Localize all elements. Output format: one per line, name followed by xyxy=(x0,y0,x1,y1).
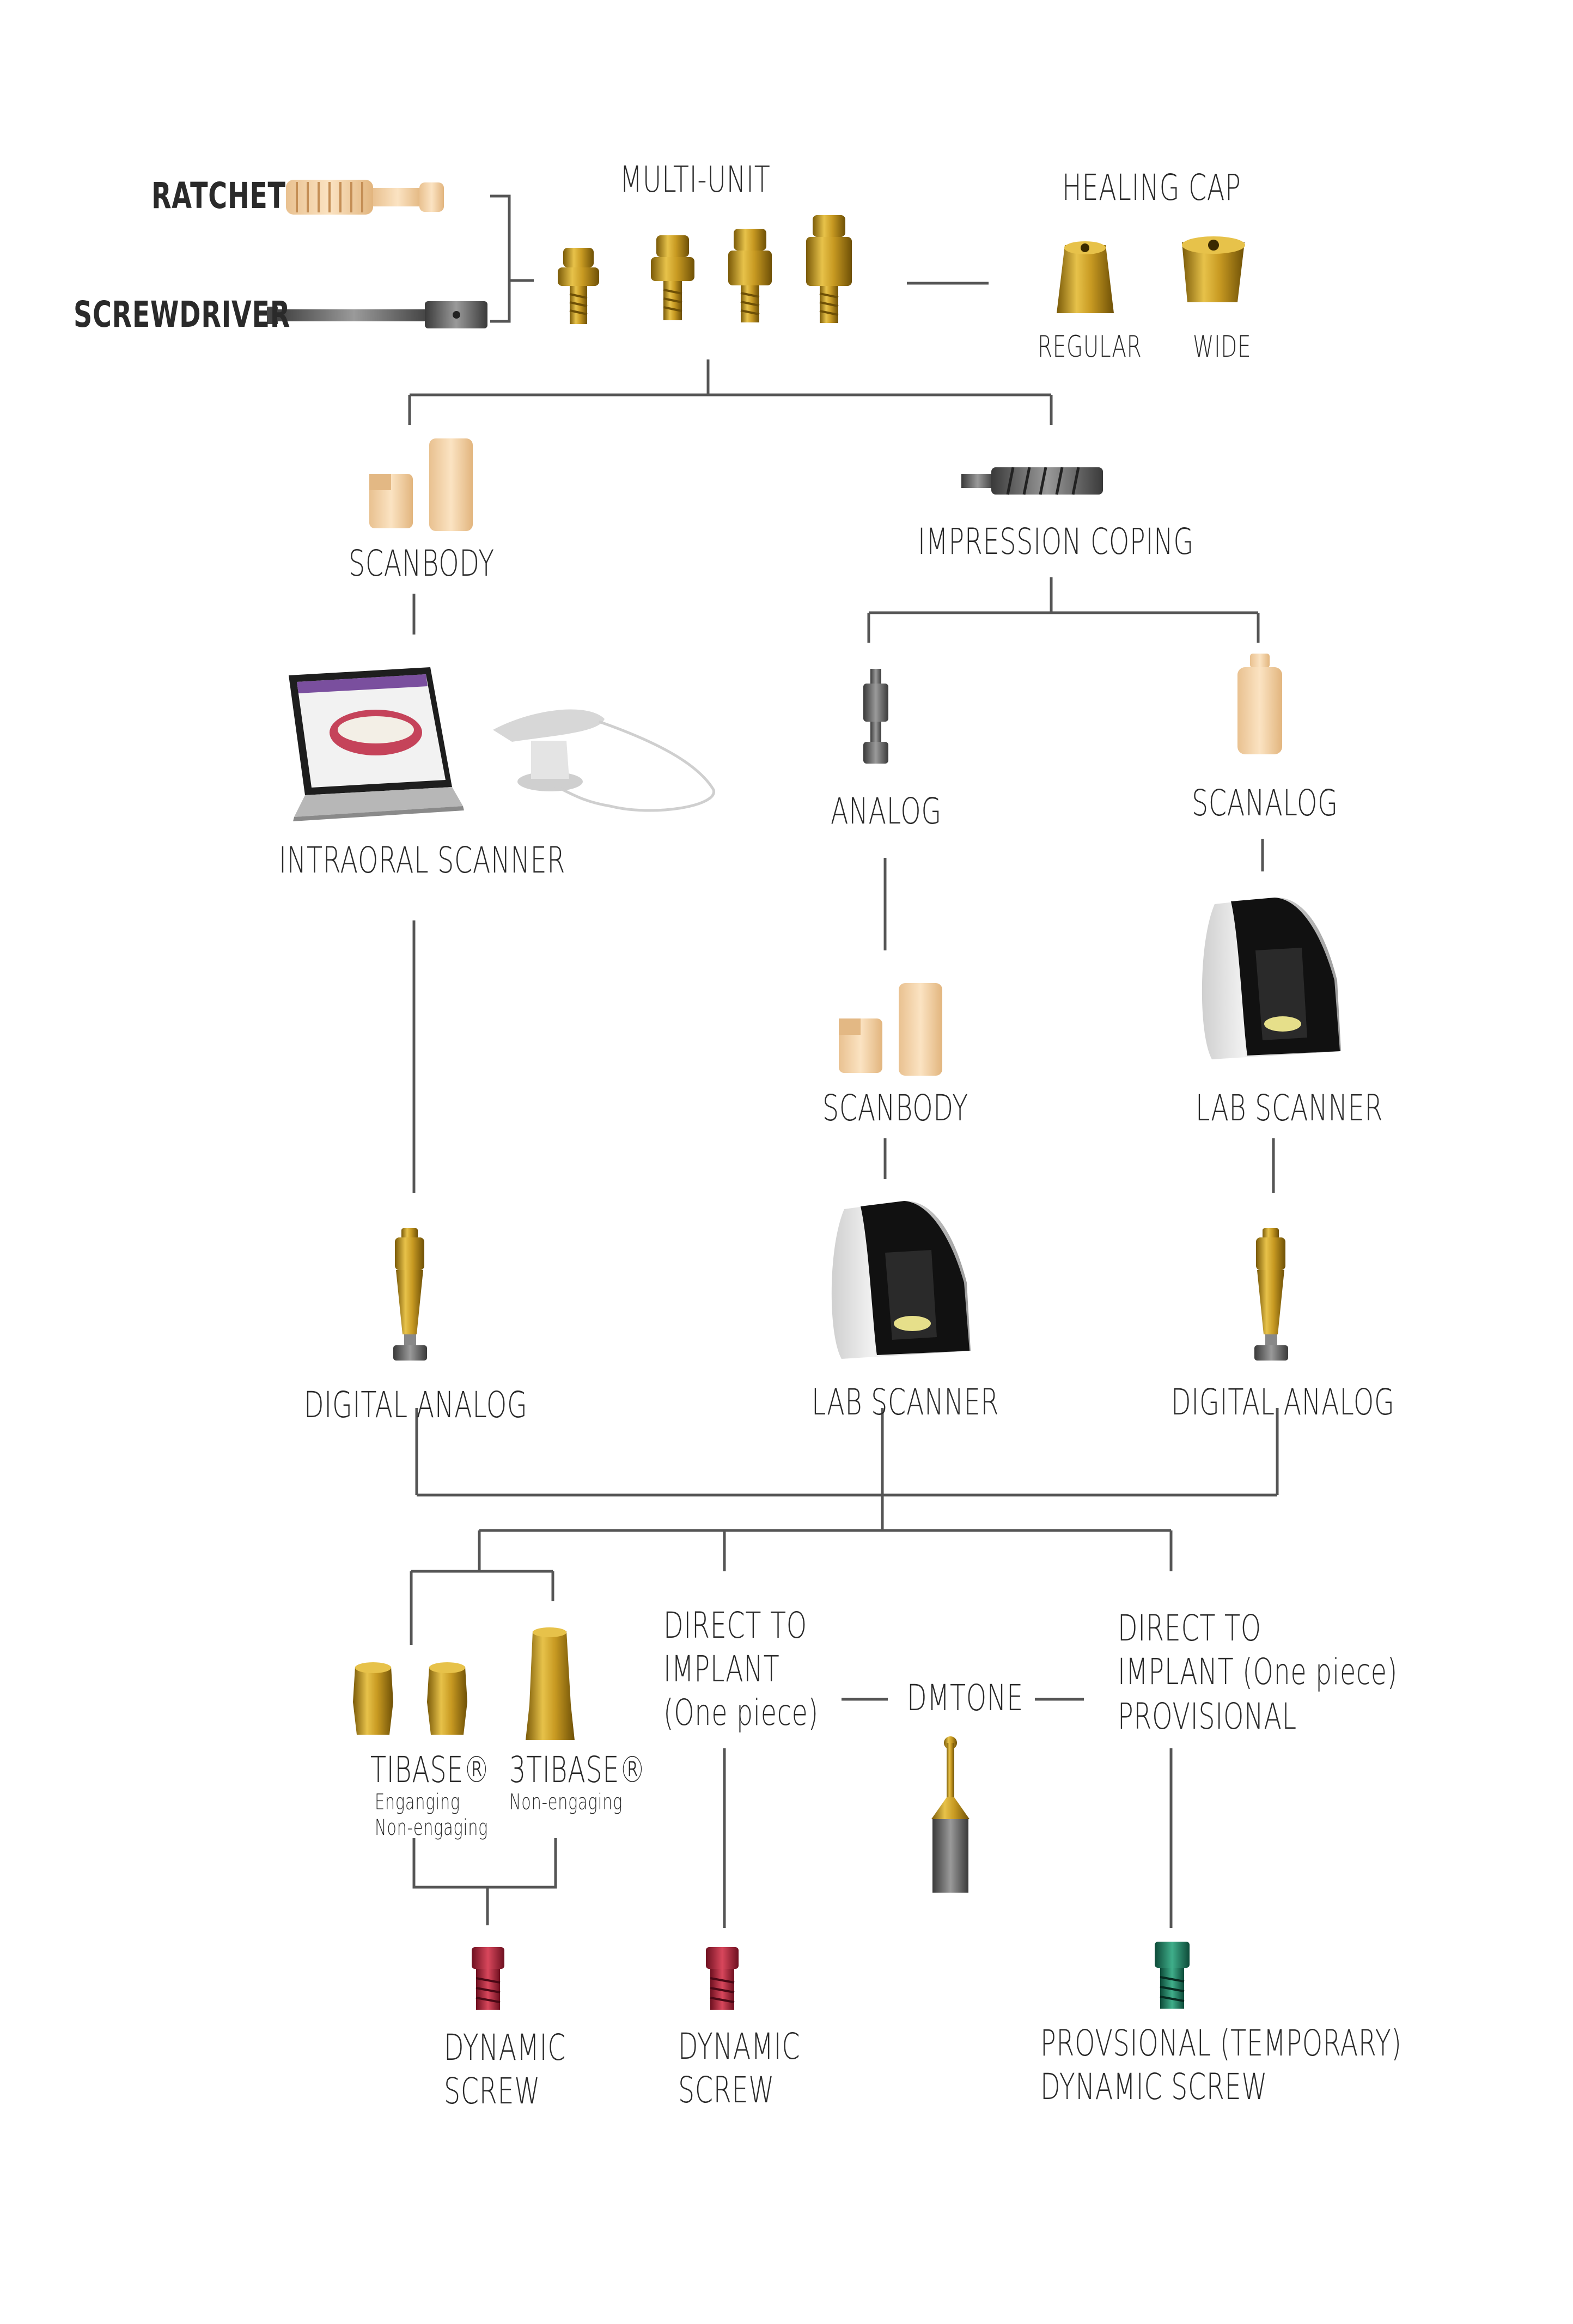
intraoral-scanner-icon xyxy=(289,667,715,821)
label-screwdriver: SCREWDRIVER xyxy=(74,294,291,336)
label-dyn2-line1: DYNAMIC xyxy=(678,2026,801,2067)
label-dyn2-line2: SCREW xyxy=(678,2069,775,2111)
scanbody-left-icon xyxy=(369,438,473,531)
label-tibase3: 3TIBASE® xyxy=(509,1749,646,1791)
scanalog-icon xyxy=(1237,654,1282,754)
label-tibase-sub1: Enganging xyxy=(375,1790,460,1815)
tibase3-icon xyxy=(526,1627,575,1740)
label-tibase: TIBASE® xyxy=(370,1749,490,1791)
label-direct-line2: IMPLANT xyxy=(663,1648,780,1690)
label-prov-line2: DYNAMIC SCREW xyxy=(1040,2066,1268,2108)
label-direct-line1: DIRECT TO xyxy=(663,1605,807,1646)
label-direct-prov-line3: PROVISIONAL xyxy=(1118,1695,1297,1737)
label-scanalog: SCANALOG xyxy=(1192,782,1338,824)
label-impression-coping: IMPRESSION COPING xyxy=(918,521,1194,563)
label-dyn1-line1: DYNAMIC xyxy=(444,2027,566,2069)
label-tibase-sub2: Non-engaging xyxy=(375,1815,489,1840)
label-multi-unit: MULTI-UNIT xyxy=(620,158,771,200)
label-intraoral-scanner: INTRAORAL SCANNER xyxy=(279,839,566,881)
label-direct-line3: (One piece) xyxy=(663,1692,819,1734)
digital-analog-right-icon xyxy=(1254,1228,1288,1361)
label-tibase3-sub: Non-engaging xyxy=(509,1790,623,1815)
label-digital-analog-right: DIGITAL ANALOG xyxy=(1171,1381,1395,1423)
label-wide: WIDE xyxy=(1193,330,1252,364)
lab-scanner-right-icon xyxy=(1202,897,1341,1059)
label-dyn1-line2: SCREW xyxy=(444,2070,540,2112)
screwdriver-icon xyxy=(267,301,487,328)
lab-scanner-mid-icon xyxy=(831,1200,971,1359)
label-digital-analog-left: DIGITAL ANALOG xyxy=(304,1384,528,1426)
label-regular: REGULAR xyxy=(1038,330,1142,364)
tibase-icon xyxy=(353,1662,467,1735)
label-prov-line1: PROVSIONAL (TEMPORARY) xyxy=(1040,2022,1402,2064)
label-direct-prov-line1: DIRECT TO xyxy=(1118,1607,1261,1649)
label-analog: ANALOG xyxy=(831,790,942,832)
dmtone-icon xyxy=(931,1736,970,1893)
impression-coping-icon xyxy=(961,467,1103,495)
label-lab-scanner-right: LAB SCANNER xyxy=(1196,1087,1383,1129)
scanbody-mid-icon xyxy=(839,983,942,1076)
dynamic-screw-1-icon xyxy=(472,1947,504,2010)
label-healing-cap: HEALING CAP xyxy=(1062,167,1241,209)
label-direct-prov-line2: IMPLANT (One piece) xyxy=(1118,1651,1398,1693)
label-scanbody-mid: SCANBODY xyxy=(822,1087,968,1129)
label-lab-scanner-mid: LAB SCANNER xyxy=(812,1381,999,1423)
healing-cap-wide-icon xyxy=(1182,236,1245,302)
analog-icon xyxy=(863,669,888,764)
multi-unit-icon xyxy=(558,215,852,324)
provisional-screw-icon xyxy=(1155,1942,1190,2009)
label-dmtone: DMTONE xyxy=(907,1677,1023,1719)
healing-cap-regular-icon xyxy=(1057,241,1114,313)
digital-analog-left-icon xyxy=(393,1228,427,1361)
dynamic-screw-2-icon xyxy=(706,1947,739,2010)
label-scanbody-left: SCANBODY xyxy=(349,542,495,584)
ratchet-icon xyxy=(286,180,444,215)
label-ratchet: RATCHET xyxy=(151,175,286,217)
connector-lines xyxy=(408,194,1279,1928)
